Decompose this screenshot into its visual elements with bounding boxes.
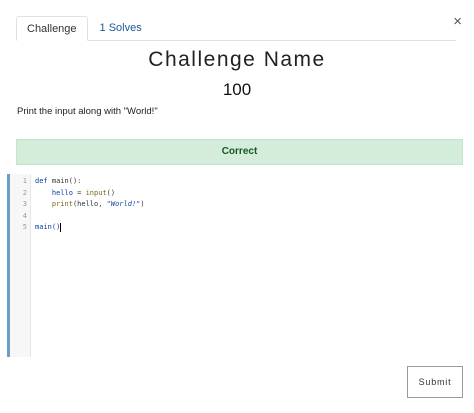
code-indent <box>35 200 52 208</box>
code-text: ) <box>140 200 145 208</box>
code-keyword: def <box>35 177 48 185</box>
code-line: main() <box>35 222 62 234</box>
close-icon[interactable]: × <box>453 13 462 30</box>
code-text: = <box>72 188 86 197</box>
code-editor[interactable]: 1 2 3 4 5 def main(): hello = input() pr… <box>7 174 463 357</box>
tab-solves[interactable]: 1 Solves <box>99 22 142 34</box>
submit-button[interactable]: Submit <box>407 366 463 398</box>
line-number: 1 <box>22 177 27 185</box>
challenge-description: Print the input along with "World!" <box>17 106 158 117</box>
code-indent <box>35 189 52 197</box>
line-number: 4 <box>22 211 27 220</box>
line-number-gutter: 1 2 3 4 5 <box>10 174 31 357</box>
line-number: 2 <box>22 188 27 197</box>
code-text: main(): <box>47 177 82 185</box>
tab-challenge[interactable]: Challenge <box>16 16 88 41</box>
code-text: () <box>106 188 116 197</box>
code-line: print(hello, "World!") <box>35 199 145 211</box>
code-string: "World!" <box>106 200 141 208</box>
code-builtin: input <box>85 188 107 197</box>
line-number: 5 <box>22 223 27 231</box>
code-builtin: print <box>51 200 73 208</box>
challenge-points: 100 <box>222 80 252 99</box>
code-line: hello = input() <box>35 188 115 200</box>
line-number: 3 <box>22 200 27 208</box>
code-call: main() <box>35 223 61 231</box>
code-text: (hello, <box>72 200 107 208</box>
result-alert: Correct <box>16 139 463 165</box>
challenge-name: Challenge Name <box>148 48 326 71</box>
code-variable: hello <box>51 188 73 197</box>
text-cursor <box>60 222 62 232</box>
code-line: def main(): <box>35 176 81 188</box>
tab-bar: Challenge 1 Solves <box>16 16 456 41</box>
